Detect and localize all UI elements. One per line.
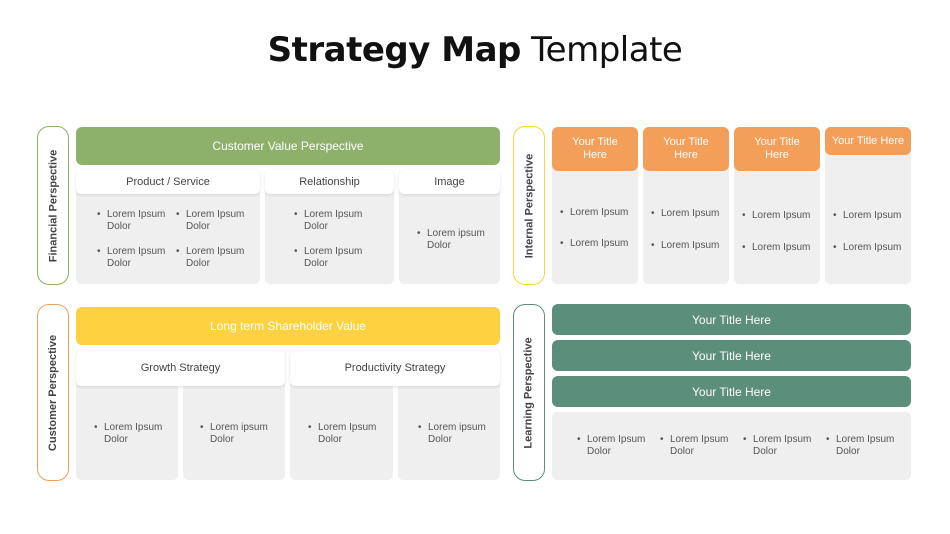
list-item: Lorem Ipsum Dolor [294, 209, 374, 233]
financial-header-image-text: Image [434, 176, 465, 188]
customer-side-label-text: Customer Perspective [47, 334, 60, 451]
page-title: Strategy Map Template [0, 30, 950, 70]
internal-title-2: Your Title Here [643, 127, 729, 171]
list-item: Lorem Ipsum Dolor [308, 422, 384, 446]
list-item: Lorem Ipsum Dolor [743, 434, 817, 458]
title-light: Template [520, 30, 683, 70]
financial-side-label-text: Financial Perspective [47, 149, 59, 262]
customer-header-growth-text: Growth Strategy [140, 362, 221, 374]
internal-title-4-text: Your Title Here [831, 134, 905, 147]
learning-bar-2-text: Your Title Here [692, 348, 771, 363]
list-item: Lorem Ipsum Dolor [577, 434, 651, 458]
list-item: Lorem Ipsum [833, 210, 901, 222]
list-item: Lorem Ipsum [651, 240, 719, 252]
financial-banner: Customer Value Perspective [76, 127, 500, 165]
financial-header-relationship-text: Relationship [299, 176, 360, 188]
list-item: Lorem Ipsum Dolor [176, 246, 251, 270]
list-item: Lorem Ipsum [742, 210, 810, 222]
list-item: Lorem Ipsum [651, 208, 719, 220]
internal-title-1: Your Title Here [552, 127, 638, 171]
financial-header-product: Product / Service [76, 170, 260, 194]
list-item: Lorem Ipsum Dolor [94, 422, 170, 446]
list-item: Lorem ipsum Dolor [417, 228, 492, 252]
list-item: Lorem Ipsum Dolor [97, 246, 172, 270]
list-item: Lorem Ipsum Dolor [294, 246, 374, 270]
financial-header-image: Image [399, 170, 500, 194]
list-item: Lorem Ipsum [560, 207, 628, 219]
title-bold: Strategy Map [267, 30, 522, 70]
list-item: Lorem Ipsum Dolor [826, 434, 900, 458]
internal-title-4: Your Title Here [825, 127, 911, 155]
list-item: Lorem Ipsum Dolor [97, 209, 172, 233]
financial-side-label: Financial Perspective [37, 126, 69, 285]
customer-header-productivity-text: Productivity Strategy [344, 362, 446, 374]
internal-side-label-text: Internal Perspective [523, 153, 535, 258]
learning-bar-2: Your Title Here [552, 340, 911, 371]
list-item: Lorem Ipsum [742, 242, 810, 254]
internal-side-label: Internal Perspective [513, 126, 545, 285]
customer-banner-text: Long term Shareholder Value [210, 319, 366, 333]
learning-bar-3-text: Your Title Here [692, 384, 771, 399]
learning-bar-1: Your Title Here [552, 304, 911, 335]
internal-title-3-text: Your Title Here [754, 136, 800, 161]
learning-side-label-text: Learning Perspective [523, 336, 535, 449]
customer-side-label: Customer Perspective [37, 304, 69, 481]
internal-title-1-text: Your Title Here [572, 136, 618, 161]
list-item: Lorem Ipsum Dolor [660, 434, 734, 458]
list-item: Lorem ipsum Dolor [418, 422, 494, 446]
financial-header-product-text: Product / Service [126, 176, 210, 188]
list-item: Lorem Ipsum [560, 238, 628, 250]
financial-header-relationship: Relationship [265, 170, 394, 194]
internal-title-2-text: Your Title Here [663, 136, 709, 161]
list-item: Lorem Ipsum [833, 242, 901, 254]
customer-header-growth: Growth Strategy [76, 350, 285, 386]
customer-header-productivity: Productivity Strategy [290, 350, 500, 386]
financial-banner-text: Customer Value Perspective [212, 139, 364, 153]
internal-title-3: Your Title Here [734, 127, 820, 171]
list-item: Lorem Ipsum Dolor [176, 209, 251, 233]
list-item: Lorem ipsum Dolor [200, 422, 276, 446]
learning-side-label: Learning Perspective [513, 304, 545, 481]
learning-bar-1-text: Your Title Here [692, 312, 771, 327]
customer-banner: Long term Shareholder Value [76, 307, 500, 345]
learning-bar-3: Your Title Here [552, 376, 911, 407]
